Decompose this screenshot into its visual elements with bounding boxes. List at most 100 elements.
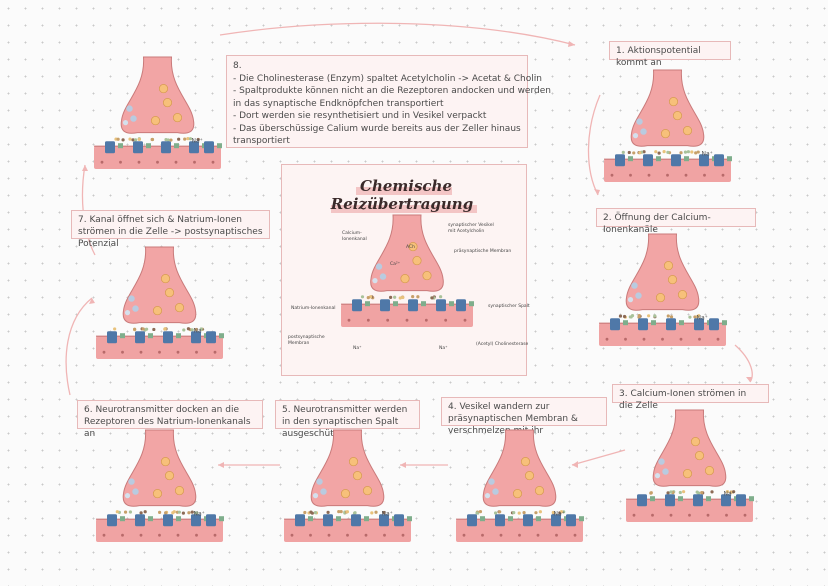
vesicle — [160, 274, 171, 284]
neurotransmitter — [196, 137, 200, 142]
vesicle — [150, 116, 161, 126]
sodium-channel — [643, 154, 653, 167]
sodium-channel — [161, 141, 171, 154]
step-8-heading: 8. — [233, 61, 242, 71]
sodium-channel — [610, 318, 620, 331]
calcium-ion — [654, 473, 661, 479]
neurotransmitter — [493, 511, 498, 515]
neurotransmitter — [309, 510, 313, 514]
membrane-dot — [213, 350, 217, 354]
sodium-channel — [133, 141, 143, 154]
receptor — [722, 320, 727, 326]
membrane-dot — [309, 533, 312, 537]
step-4-label: 4. Vesikel wandern zur präsynaptischen M… — [441, 397, 607, 436]
neurotransmitter — [150, 137, 154, 142]
receptor — [536, 516, 541, 522]
vesicle — [352, 471, 363, 481]
neurotransmitter — [360, 295, 365, 299]
neurotransmitter — [690, 150, 694, 154]
neurotransmitter — [128, 510, 133, 514]
neurotransmitter — [678, 490, 682, 495]
membrane-dot — [176, 533, 180, 537]
calcium-channel — [320, 488, 327, 495]
receptor — [176, 333, 181, 339]
membrane-dot — [684, 173, 688, 177]
neurotransmitter — [199, 327, 203, 331]
neurotransmitter — [183, 137, 187, 141]
neurotransmitter — [194, 327, 198, 332]
calcium-channel — [662, 468, 669, 475]
neurotransmitter — [538, 510, 542, 514]
receptor — [480, 516, 485, 522]
vesicle — [512, 489, 523, 499]
membrane-dot — [703, 173, 706, 177]
step-8-line: - Spaltprodukte können nicht an die Reze… — [233, 86, 551, 96]
neurotransmitter — [121, 138, 125, 142]
sodium-channel — [666, 318, 676, 331]
neurotransmitter — [370, 511, 374, 515]
vesicle — [408, 242, 418, 252]
receptor — [336, 516, 341, 522]
neurotransmitter — [123, 510, 128, 514]
neurotransmitter — [141, 327, 145, 331]
neurotransmitter — [177, 510, 181, 514]
sodium-channel — [107, 331, 117, 344]
synapse-scene-8: Na⁺ — [90, 55, 225, 175]
sodium-channel — [163, 514, 173, 527]
neurotransmitter — [182, 328, 186, 332]
neurotransmitter — [195, 511, 199, 515]
arrow-8-to-1 — [219, 22, 576, 46]
neurotransmitter — [401, 295, 405, 300]
neurotransmitter — [337, 510, 341, 514]
synapse-scene-6: Na⁺ — [92, 428, 227, 548]
vesicle — [164, 471, 175, 481]
sodium-channel — [204, 141, 214, 154]
arrow-3-to-4 — [571, 449, 626, 466]
sodium-channel — [379, 514, 389, 527]
receptor — [146, 143, 151, 149]
neurotransmitter — [649, 491, 653, 495]
sodium-label: Na⁺ — [697, 315, 708, 322]
neurotransmitter — [725, 490, 730, 494]
neurotransmitter — [647, 314, 651, 318]
neurotransmitter — [430, 296, 434, 300]
membrane-dot — [536, 533, 540, 537]
neurotransmitter — [657, 151, 661, 155]
synapse-illustration: Na⁺ — [456, 429, 584, 542]
neurotransmitter — [517, 511, 521, 515]
membrane-dot — [444, 318, 448, 322]
membrane-dot — [725, 513, 728, 517]
receptor — [678, 496, 683, 502]
receptor — [393, 301, 398, 307]
membrane-dot — [405, 318, 409, 322]
sodium-channel — [107, 514, 117, 527]
sodium-channel — [694, 318, 704, 331]
neurotransmitter — [326, 510, 330, 514]
sodium-channel — [637, 494, 647, 507]
sodium-channel — [394, 514, 404, 527]
step-8-line: in das synaptische Endknöpfchen transpor… — [233, 98, 444, 109]
label-na-2: Na⁺ — [439, 346, 448, 351]
membrane-dot — [213, 533, 217, 537]
sodium-channel — [721, 494, 731, 507]
calcium-channel — [640, 128, 647, 135]
synapse-illustration — [341, 214, 474, 327]
calcium-channel — [128, 295, 135, 302]
membrane-dot — [661, 337, 664, 341]
calcium-channel — [635, 292, 642, 299]
membrane-dot — [364, 533, 368, 537]
receptor — [407, 516, 412, 522]
receptor — [308, 516, 313, 522]
receptor — [651, 320, 656, 326]
calcium-channel — [631, 282, 638, 289]
membrane-dot — [158, 533, 161, 537]
membrane-dot — [642, 337, 646, 341]
neurotransmitter — [411, 295, 415, 299]
sodium-channel — [665, 494, 675, 507]
neurotransmitter — [622, 314, 627, 319]
neurotransmitter — [152, 327, 156, 332]
calcium-ion — [122, 120, 129, 126]
neurotransmitter — [686, 150, 690, 154]
neurotransmitter — [693, 315, 697, 319]
receptor — [365, 301, 370, 307]
